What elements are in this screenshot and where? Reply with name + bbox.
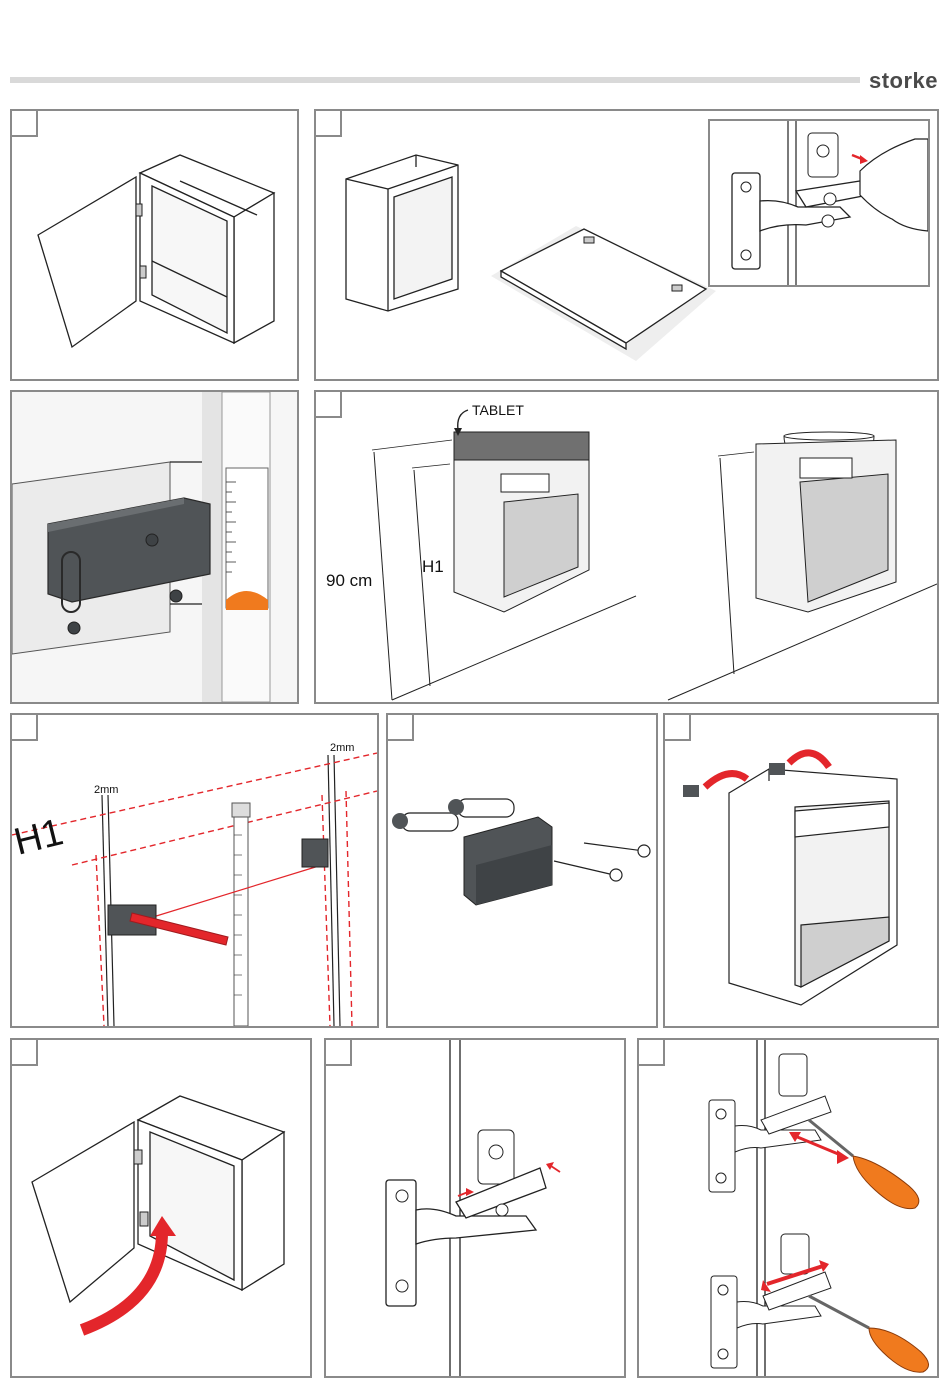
step-panel-5: H1 2mm 2mm bbox=[10, 713, 379, 1028]
step-panel-10 bbox=[637, 1038, 939, 1378]
gap-right-label: 2mm bbox=[330, 742, 354, 754]
brand-logo: storke bbox=[869, 68, 938, 94]
gap-left-label: 2mm bbox=[94, 784, 118, 796]
step-panel-3 bbox=[10, 390, 299, 704]
door-hang-illustration bbox=[12, 1040, 310, 1376]
hinge-adjust-illustration bbox=[639, 1040, 937, 1376]
step-panel-9 bbox=[324, 1038, 626, 1378]
h1-height-label: H1 bbox=[422, 557, 444, 576]
step-panel-7 bbox=[663, 713, 939, 1028]
tablet-label: TABLET bbox=[472, 402, 524, 418]
bracket-measure-illustration bbox=[12, 392, 297, 702]
fixings-illustration bbox=[388, 715, 656, 1026]
wall-marking-illustration: H1 2mm 2mm bbox=[12, 715, 377, 1026]
hinge-clip-inset bbox=[708, 119, 930, 287]
hinge-clip-illustration bbox=[710, 121, 928, 285]
cabinet-open-door-illustration bbox=[12, 111, 297, 379]
clip-attach-illustration bbox=[665, 715, 937, 1026]
step-panel-4: TABLET 90 cm H1 bbox=[314, 390, 939, 704]
step-panel-6 bbox=[386, 713, 658, 1028]
height-90cm-label: 90 cm bbox=[326, 571, 372, 590]
h1-mark-label: H1 bbox=[12, 811, 67, 864]
step-panel-8 bbox=[10, 1038, 312, 1378]
header-divider bbox=[10, 77, 860, 83]
step-panel-2 bbox=[314, 109, 939, 381]
step-panel-1 bbox=[10, 109, 299, 381]
hinge-release-illustration bbox=[326, 1040, 624, 1376]
mounting-height-illustration: TABLET 90 cm H1 bbox=[316, 392, 937, 702]
